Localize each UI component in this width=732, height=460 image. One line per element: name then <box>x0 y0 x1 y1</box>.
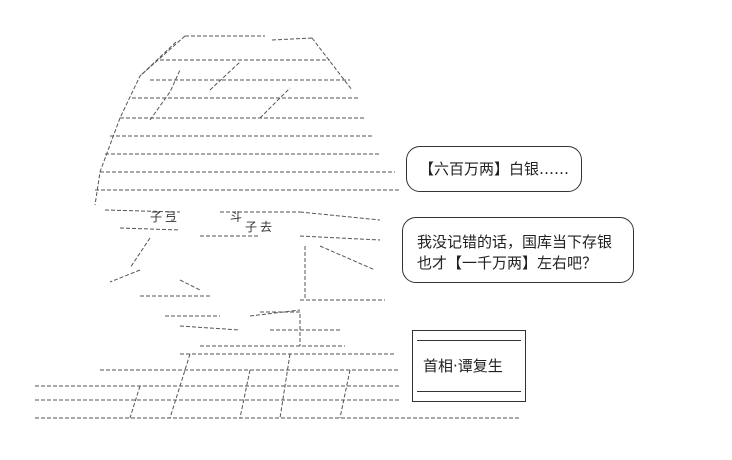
speech-bubble-1: 【六百万两】白银…… <box>406 146 582 192</box>
character-caption-box: 首相·谭复生 <box>412 330 526 402</box>
speech-bubble-2: 我没记错的话，国库当下存银 也才【一千万两】左右吧？ <box>402 217 634 283</box>
art-glyph: 子 <box>150 210 163 224</box>
art-glyph: 子 <box>245 220 258 234</box>
art-glyph: 斗 <box>230 210 243 224</box>
speech-text-line-1: 我没记错的话，国库当下存银 <box>417 233 613 251</box>
art-glyph: 去 <box>260 220 273 234</box>
speech-text-line-2: 也才【一千万两】左右吧？ <box>417 254 598 272</box>
speech-text: 【六百万两】白银…… <box>419 160 570 178</box>
art-glyph: 弖 <box>165 210 178 224</box>
character-name: 首相·谭复生 <box>423 357 503 375</box>
